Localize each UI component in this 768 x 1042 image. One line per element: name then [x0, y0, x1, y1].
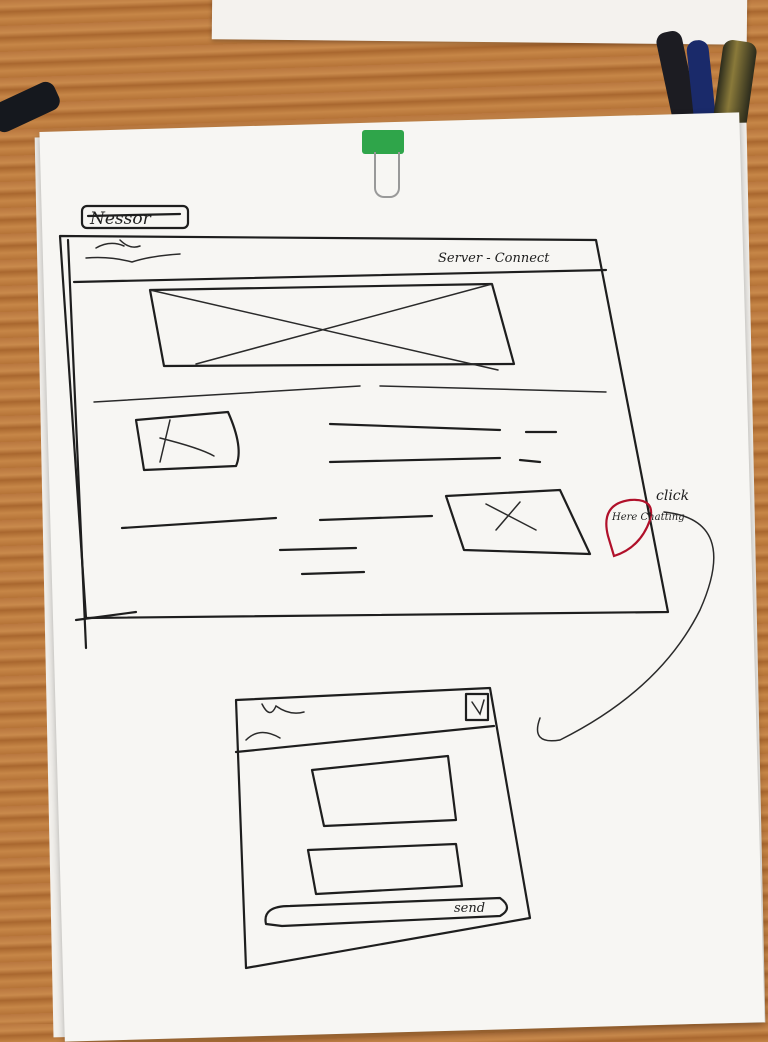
- chat-popup-frame: [234, 686, 532, 970]
- click-annotation: click: [656, 488, 689, 504]
- click-arrow: [536, 511, 715, 742]
- binder-clip: [362, 130, 404, 154]
- binder-clip-wire: [374, 152, 400, 198]
- text-line: [328, 456, 542, 464]
- text-line: [328, 422, 558, 434]
- chat-header-title-scribble: [245, 703, 305, 741]
- main-window: [58, 234, 670, 650]
- text-line: [278, 546, 366, 576]
- chat-header-divider: [234, 724, 496, 754]
- text-line: [120, 514, 434, 530]
- chat-trigger-bubble[interactable]: Here Chatting: [605, 498, 685, 558]
- site-header: Server - Connect: [85, 239, 550, 266]
- content-block-2: [120, 488, 592, 576]
- logo-text: Nessor: [89, 209, 152, 229]
- close-button[interactable]: [464, 692, 490, 722]
- section-divider: [93, 385, 607, 403]
- header-divider: [72, 268, 608, 284]
- send-button[interactable]: send: [454, 901, 485, 916]
- message-bubble: [306, 842, 464, 896]
- chat-popup: send: [234, 686, 532, 970]
- hero-image-placeholder: [148, 282, 516, 371]
- header-logo-scribble: [85, 239, 181, 263]
- server-connect-link[interactable]: Server - Connect: [438, 251, 550, 266]
- logo: Nessor: [80, 204, 190, 230]
- chat-trigger-outline: [605, 498, 653, 558]
- content-block-1: [134, 410, 558, 472]
- chat-trigger-label[interactable]: Here Chatting: [611, 512, 685, 523]
- message-input[interactable]: [264, 896, 509, 928]
- close-icon[interactable]: [464, 692, 490, 722]
- thumbnail-placeholder-2: [444, 488, 592, 556]
- thumbnail-placeholder-1: [134, 410, 240, 472]
- message-bubble: [310, 754, 458, 828]
